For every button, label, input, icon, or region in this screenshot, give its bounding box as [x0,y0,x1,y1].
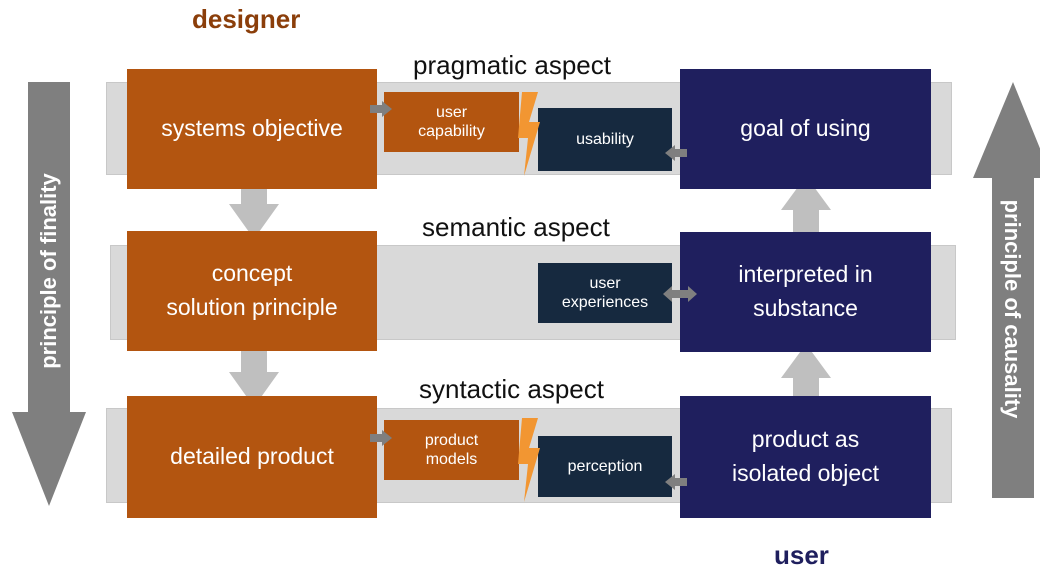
goal-of-using-label: goal of using [740,115,871,142]
arrow-to-perception [665,474,687,490]
systems-objective-box: systems objective [127,69,377,189]
pragmatic-aspect-label: pragmatic aspect [413,50,611,80]
causality-label: principle of causality [1000,199,1025,419]
perception-box: perception [538,436,672,497]
user-experiences-line1: user [589,274,621,292]
usability-box: usability [538,108,672,171]
concept-label-line1: concept [211,260,293,287]
user-capability-box: user capability [384,92,519,152]
user-capability-line1: user [435,103,468,121]
perception-label: perception [567,457,643,475]
product-isolated-label-line2: isolated object [731,460,880,486]
syntactic-aspect-label: syntactic aspect [419,374,604,404]
product-models-box: product models [384,420,519,480]
semantic-aspect-label: semantic aspect [422,212,610,242]
arrow-to-product-models [370,430,392,446]
lightning-bolt-top [518,92,540,176]
detailed-product-box: detailed product [127,396,377,518]
causality-arrow [973,82,1040,498]
systems-objective-label: systems objective [161,115,343,142]
user-capability-line2: capability [418,123,485,140]
up-arrow-2 [781,344,831,405]
finality-arrow [12,82,86,506]
lightning-bolt-bottom [518,418,540,502]
product-isolated-label-line1: product as [751,426,860,453]
product-isolated-box: product as isolated object [680,396,931,518]
user-heading: user [774,540,829,570]
concept-label-line2: solution principle [166,294,338,320]
up-arrow-1 [781,176,831,237]
down-arrow-1 [229,176,279,239]
user-experiences-box: user experiences [538,263,672,323]
interpreted-box: interpreted in substance [680,232,931,352]
designer-heading: designer [192,4,301,34]
finality-label: principle of finality [36,173,61,369]
down-arrow-2 [229,344,279,407]
goal-of-using-box: goal of using [680,69,931,189]
product-models-line1: product [424,431,479,449]
concept-box: concept solution principle [127,231,377,351]
double-arrow-experiences [663,286,697,302]
detailed-product-label: detailed product [170,443,334,470]
arrow-to-user-capability [370,101,392,117]
arrow-to-usability [665,145,687,161]
product-models-line2: models [425,451,478,468]
usability-label: usability [576,130,634,148]
interpreted-label-line1: interpreted in [738,261,873,288]
interpreted-label-line2: substance [753,295,858,321]
user-experiences-line2: experiences [561,294,649,311]
